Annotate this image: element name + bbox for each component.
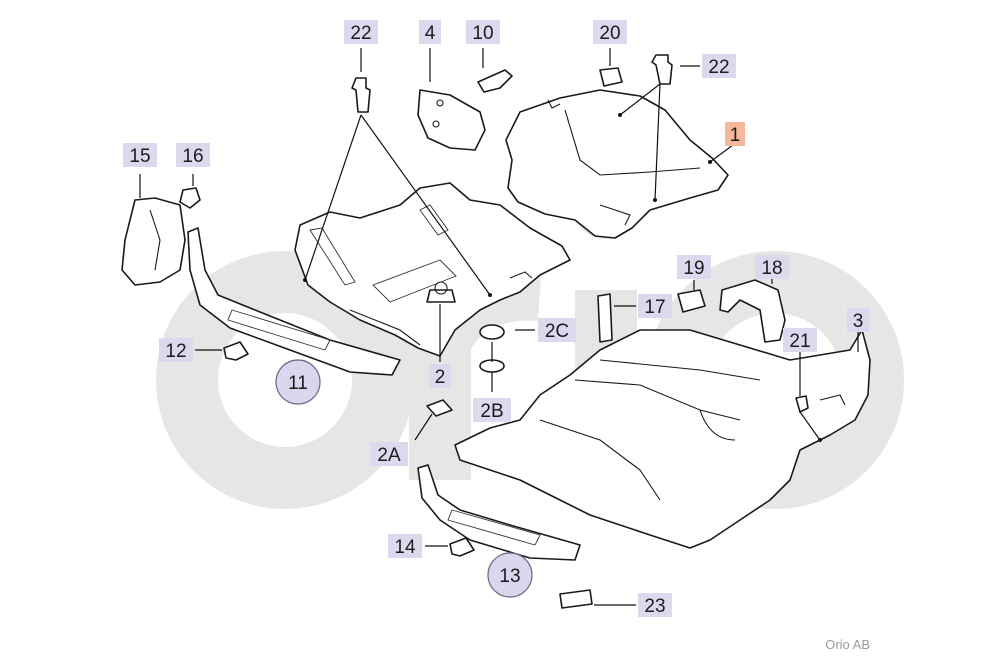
part-20-pad[interactable]: [599, 67, 623, 87]
svg-text:19: 19: [683, 258, 704, 279]
part-2C-washer[interactable]: [479, 324, 505, 340]
label-4: 4: [419, 20, 441, 44]
part-3-floor-carpet[interactable]: [454, 329, 871, 549]
label-2A: 2A: [370, 442, 408, 466]
svg-text:14: 14: [394, 537, 416, 558]
part-2A-pad[interactable]: [426, 399, 453, 417]
svg-text:4: 4: [425, 23, 436, 44]
part-14-clip[interactable]: [449, 537, 475, 557]
label-2C: 2C: [538, 318, 576, 342]
label-1: 1: [725, 122, 745, 146]
part-17-bracket[interactable]: [597, 293, 613, 343]
svg-text:18: 18: [761, 258, 782, 279]
label-16: 16: [176, 143, 210, 167]
circle-label-13: 13: [487, 552, 533, 598]
part-11-sill-trim[interactable]: [187, 227, 401, 376]
part-22-clip-left[interactable]: [351, 77, 371, 113]
label-18: 18: [755, 255, 789, 279]
svg-text:15: 15: [129, 146, 150, 167]
label-17: 17: [638, 294, 672, 318]
label-2B: 2B: [473, 398, 511, 422]
part-4-panel[interactable]: [417, 89, 486, 151]
label-21: 21: [783, 328, 817, 352]
leader-lines: [139, 48, 859, 606]
part-12-clip[interactable]: [223, 341, 249, 361]
svg-text:10: 10: [472, 23, 493, 44]
part-18-insulation[interactable]: [719, 279, 786, 343]
svg-text:22: 22: [350, 23, 371, 44]
svg-text:2C: 2C: [545, 321, 569, 342]
svg-text:2A: 2A: [377, 445, 401, 466]
leader-dots: [303, 113, 822, 442]
circle-label-11: 11: [275, 359, 321, 405]
part-23-pad[interactable]: [559, 589, 593, 609]
svg-text:12: 12: [165, 341, 186, 362]
label-10: 10: [466, 20, 500, 44]
svg-text:1: 1: [730, 125, 741, 146]
svg-text:23: 23: [644, 596, 665, 617]
svg-text:13: 13: [499, 566, 520, 587]
part-2-front-carpet[interactable]: [294, 182, 571, 357]
svg-text:17: 17: [644, 297, 665, 318]
part-13-sill-trim[interactable]: [417, 464, 581, 561]
part-21-clip[interactable]: [795, 395, 809, 413]
part-22-clip-right[interactable]: [651, 54, 673, 85]
label-2: 2: [429, 364, 451, 388]
svg-text:11: 11: [288, 373, 308, 394]
part-16-nut[interactable]: [179, 187, 201, 209]
svg-text:2B: 2B: [480, 401, 503, 422]
part-1-rear-carpet[interactable]: [505, 89, 729, 239]
label-20: 20: [593, 20, 627, 44]
svg-text:3: 3: [853, 311, 864, 332]
svg-text:20: 20: [599, 23, 620, 44]
part-19-pad[interactable]: [677, 289, 706, 313]
svg-text:21: 21: [789, 331, 810, 352]
label-22-left: 22: [344, 20, 378, 44]
label-15: 15: [123, 143, 157, 167]
label-3: 3: [847, 308, 869, 332]
svg-text:16: 16: [182, 146, 203, 167]
label-23: 23: [638, 593, 672, 617]
label-19: 19: [677, 255, 711, 279]
label-12: 12: [159, 338, 193, 362]
svg-text:22: 22: [708, 57, 729, 78]
label-14: 14: [388, 534, 422, 558]
label-22-right: 22: [702, 54, 736, 78]
svg-text:2: 2: [435, 367, 446, 388]
brand-credit: Orio AB: [825, 637, 870, 652]
part-15-side-trim[interactable]: [121, 197, 186, 286]
part-2-fastener[interactable]: [426, 281, 456, 303]
part-10-clip[interactable]: [477, 69, 513, 93]
